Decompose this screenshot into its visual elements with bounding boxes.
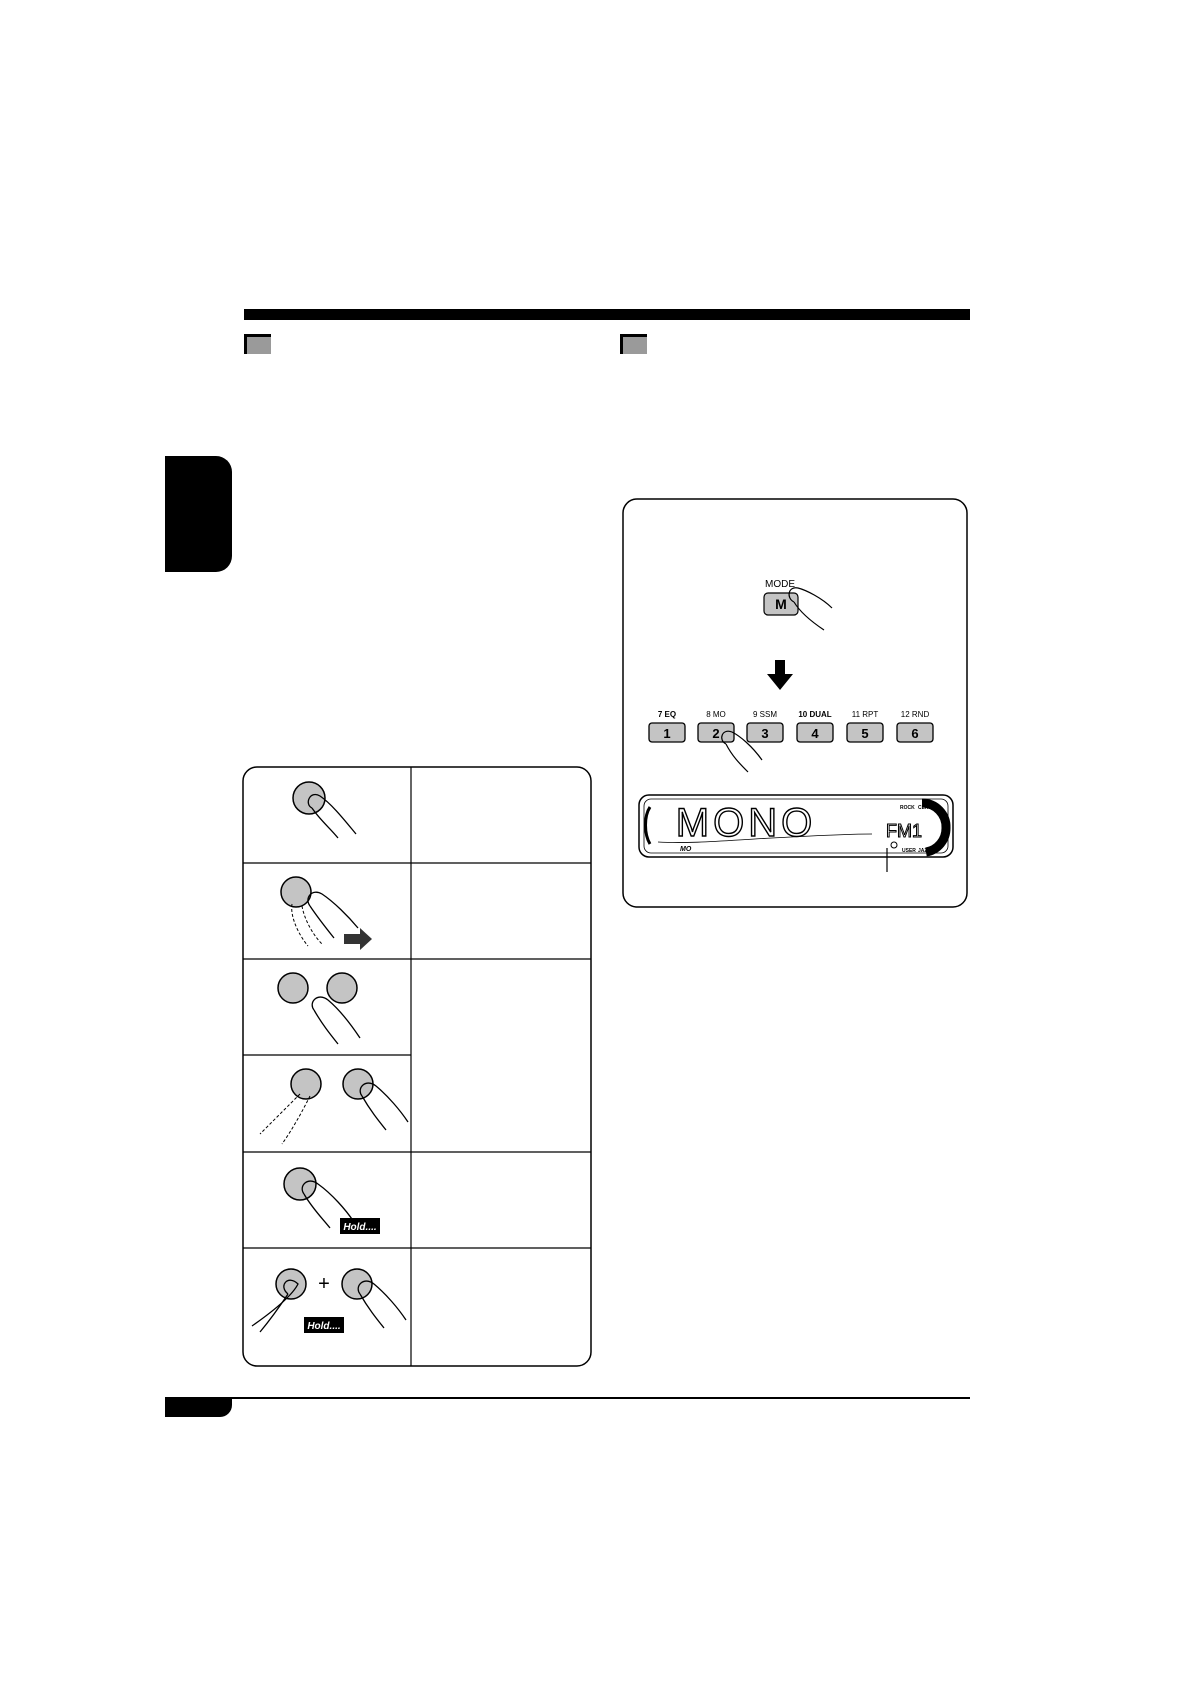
eq-rock: ROCK: [900, 805, 915, 811]
footer-rule: [165, 1397, 970, 1399]
language-tab: [165, 456, 232, 572]
preset-row: 7 EQ 1 8 MO 2 9 SSM 3 10 DUAL 4 11 RPT 5…: [648, 710, 934, 743]
finger-icon: [788, 587, 833, 631]
display-main-text: MONO: [676, 801, 816, 845]
preset-1[interactable]: 7 EQ 1: [648, 710, 686, 743]
eq-user: USER: [902, 848, 916, 854]
mono-mode-figure: MODE M 7 EQ 1 8 MO 2 9 SSM 3 10 DUAL 4: [622, 498, 968, 908]
hold-icon: Hold....: [283, 1167, 380, 1234]
two-buttons-icon: [277, 972, 361, 1045]
preset-number: 6: [911, 726, 918, 741]
preset-number: 4: [811, 726, 819, 741]
preset-5[interactable]: 11 RPT 5: [846, 710, 884, 743]
preset-6[interactable]: 12 RND 6: [896, 710, 934, 743]
preset-number: 3: [761, 726, 768, 741]
preset-number: 1: [663, 726, 670, 741]
preset-label: 9 SSM: [753, 710, 777, 719]
display-mo-indicator: MO: [680, 846, 692, 853]
preset-label: 8 MO: [706, 710, 726, 719]
finger-icon: [721, 730, 763, 773]
plus-sign: +: [318, 1273, 330, 1295]
mode-button[interactable]: M: [763, 592, 799, 616]
preset-4[interactable]: 10 DUAL 4: [796, 710, 834, 743]
hold-label: Hold....: [307, 1321, 340, 1332]
eq-jazz: JAZZ: [918, 848, 931, 854]
display-band: FM1: [886, 821, 922, 841]
press-icon: [292, 781, 357, 839]
section-marker-left: [244, 334, 271, 354]
button-operations-table: Hold.... + Hold....: [242, 766, 592, 1367]
mode-key-label: M: [775, 596, 787, 612]
hold-two-buttons-icon: + Hold....: [251, 1268, 407, 1333]
mode-label: MODE: [765, 579, 795, 590]
preset-label: 12 RND: [901, 710, 930, 719]
down-arrow-icon: [767, 660, 793, 690]
preset-number: 5: [861, 726, 868, 741]
preset-label: 11 RPT: [852, 710, 879, 719]
page-number-tab: [165, 1397, 232, 1417]
preset-label: 7 EQ: [658, 710, 676, 719]
preset-3[interactable]: 9 SSM 3: [746, 710, 784, 743]
hold-label: Hold....: [343, 1222, 376, 1233]
section-marker-right: [620, 334, 647, 354]
slide-icon: [280, 876, 372, 950]
preset-number: 2: [712, 726, 719, 741]
preset-label: 10 DUAL: [798, 710, 831, 719]
alternate-press-icon: [259, 1068, 409, 1145]
eq-classic: CLASSIC: [918, 805, 940, 811]
lcd-display: MONO MO FM1 ROCK CLASSIC USER JAZZ: [638, 794, 954, 858]
header-rule: [244, 309, 970, 320]
